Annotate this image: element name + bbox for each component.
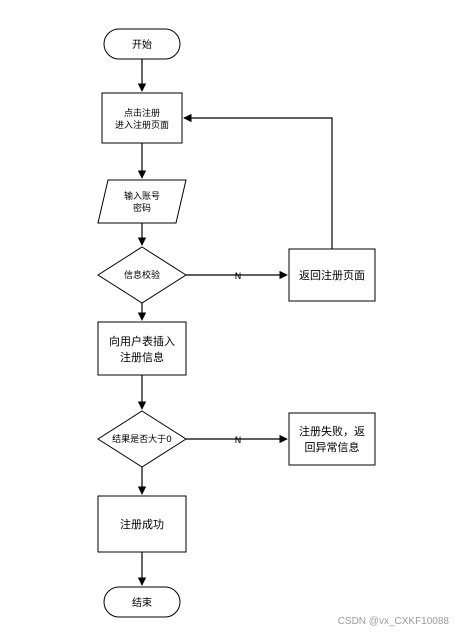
result-check-node: 结果是否大于0	[97, 410, 187, 468]
click-register-label-line1: 点击注册	[124, 107, 160, 119]
edge-return-to-register	[183, 113, 333, 249]
click-register-label-line2: 进入注册页面	[115, 119, 169, 131]
input-account-node: 输入账号 密码	[97, 179, 187, 224]
watermark: CSDN @vx_CXKF10088	[337, 616, 449, 627]
start-label: 开始	[132, 38, 152, 51]
edge-label-no-2: N	[235, 436, 242, 446]
register-success-label: 注册成功	[120, 517, 164, 531]
return-register-node: 返回注册页面	[288, 248, 376, 302]
click-register-node: 点击注册 进入注册页面	[101, 92, 183, 144]
end-node: 结束	[103, 586, 181, 618]
return-register-label: 返回注册页面	[299, 268, 365, 282]
insert-info-node: 向用户表插入 注册信息	[97, 321, 187, 376]
insert-info-label-line1: 向用户表插入	[109, 334, 175, 348]
info-check-label: 信息校验	[124, 269, 160, 281]
result-check-label: 结果是否大于0	[112, 433, 172, 445]
register-fail-label-line1: 注册失败，返	[299, 424, 365, 438]
start-node: 开始	[103, 28, 181, 60]
register-fail-label-line2: 回异常信息	[305, 440, 360, 454]
input-account-label-line2: 密码	[133, 202, 151, 214]
end-label: 结束	[132, 596, 152, 609]
register-fail-node: 注册失败，返 回异常信息	[288, 412, 376, 466]
info-check-node: 信息校验	[97, 246, 187, 304]
edge-label-no-1: N	[235, 272, 242, 282]
input-account-label-line1: 输入账号	[124, 190, 160, 202]
insert-info-label-line2: 注册信息	[120, 350, 164, 364]
register-success-node: 注册成功	[97, 495, 187, 553]
